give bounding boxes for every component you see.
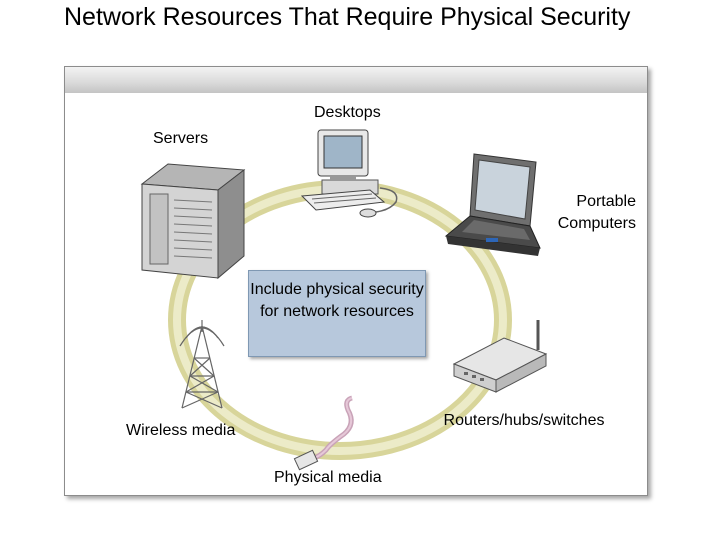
wireless-tower-icon: [179, 320, 225, 409]
routers-hubs-switches-label: Routers/hubs/switches: [443, 412, 605, 429]
center-callout-text: Include physical security for network re…: [250, 281, 424, 320]
network-cable-icon: [293, 395, 354, 471]
panel-header-bar: [65, 67, 647, 93]
physical-media-label: Physical media: [274, 469, 382, 486]
laptop-icon: [444, 153, 541, 256]
router-icon: [452, 320, 548, 393]
desktops-label: Desktops: [314, 104, 381, 121]
portable-computers-label: Portable Computers: [557, 193, 636, 232]
servers-label: Servers: [153, 130, 209, 147]
slide-title: Network Resources That Require Physical …: [64, 3, 631, 31]
wireless-media-label: Wireless media: [126, 422, 236, 439]
center-callout-box: Include physical security for network re…: [248, 270, 426, 357]
desktop-computer-icon: [300, 129, 398, 218]
server-tower-icon: [140, 163, 246, 280]
